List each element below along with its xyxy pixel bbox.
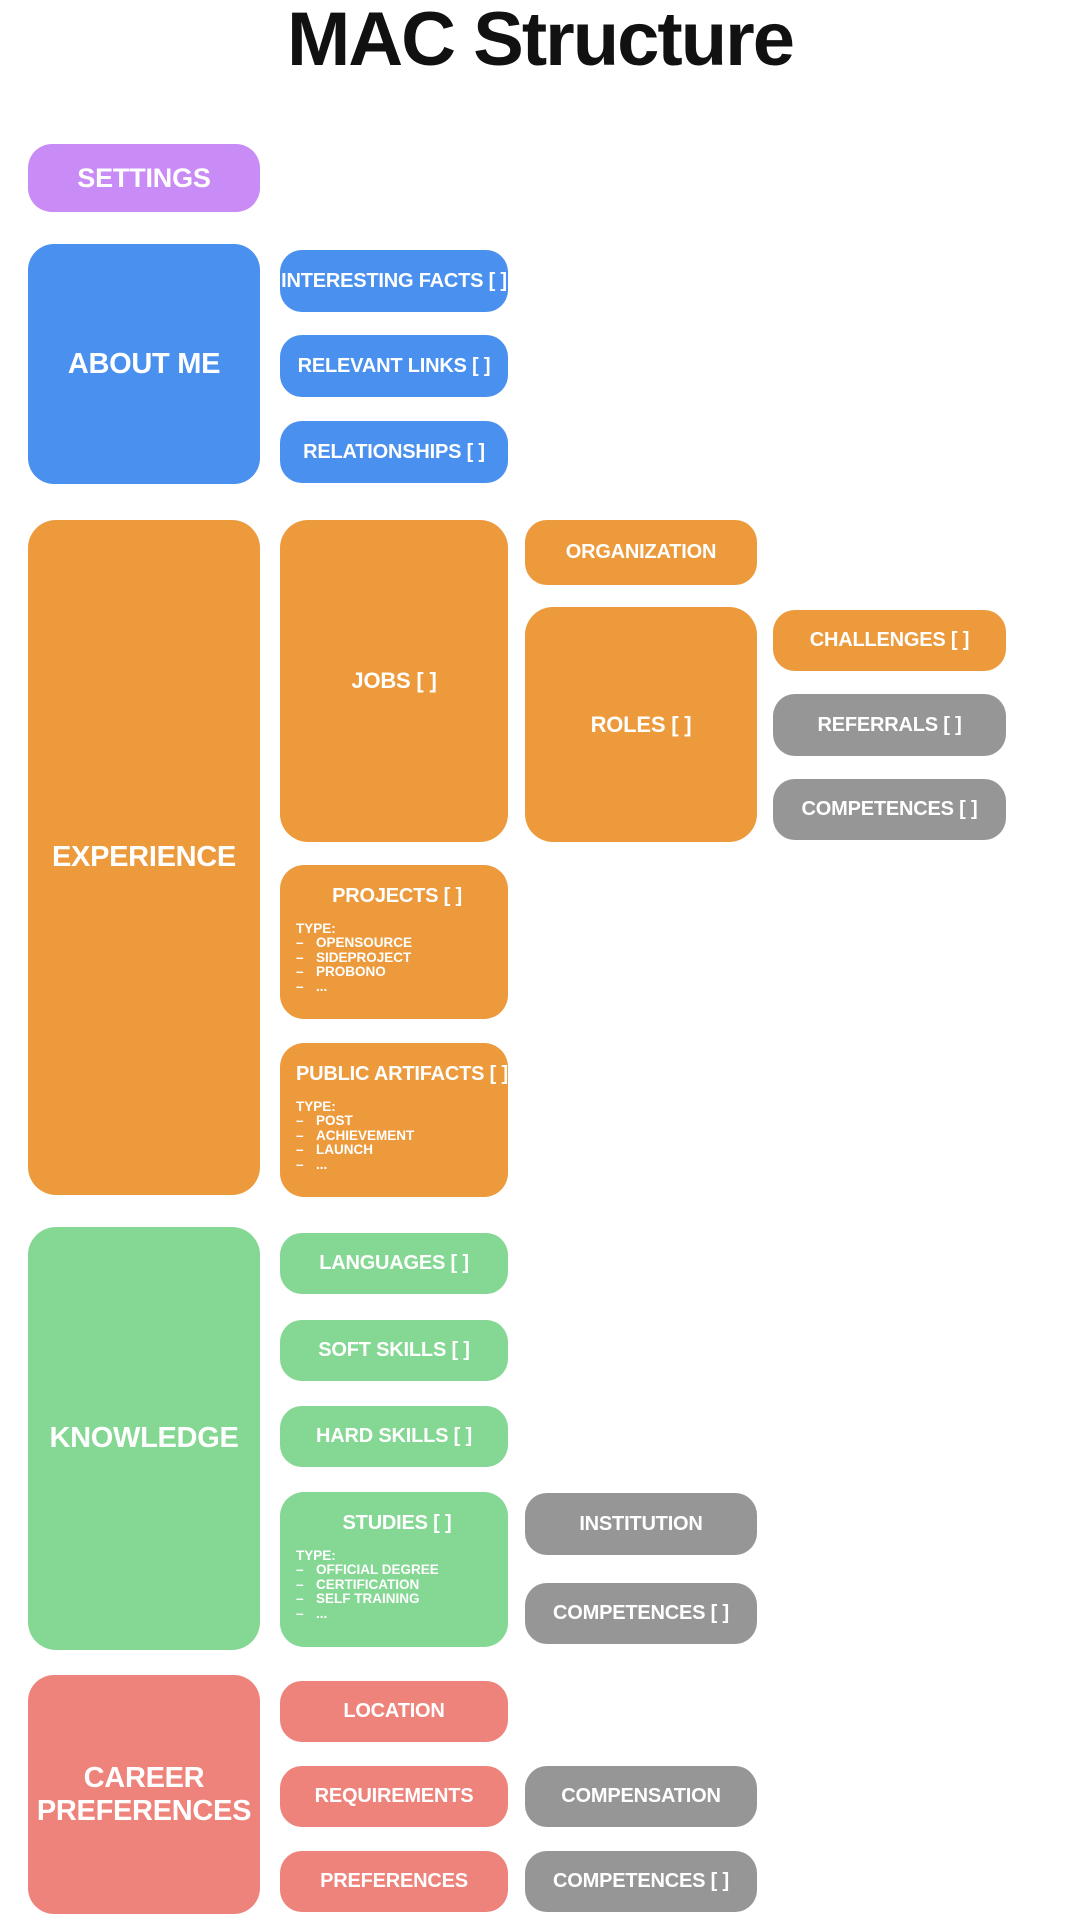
projects-type-item: OPENSOURCE <box>296 935 498 951</box>
studies-type-item: CERTIFICATION <box>296 1577 498 1593</box>
node-organization[interactable]: ORGANIZATION <box>525 520 757 585</box>
node-hard-skills-label: HARD SKILLS [ ] <box>316 1425 472 1447</box>
node-jobs[interactable]: JOBS [ ] <box>280 520 508 842</box>
node-about-me-label: ABOUT ME <box>67 347 221 380</box>
studies-type-item: ... <box>296 1606 498 1622</box>
node-referrals[interactable]: REFERRALS [ ] <box>773 694 1006 756</box>
node-institution[interactable]: INSTITUTION <box>525 1493 757 1555</box>
node-requirements-competences-label: COMPETENCES [ ] <box>553 1870 729 1892</box>
node-languages-label: LANGUAGES [ ] <box>319 1252 469 1274</box>
node-challenges-label: CHALLENGES [ ] <box>809 629 970 651</box>
node-requirements[interactable]: REQUIREMENTS <box>280 1766 508 1827</box>
node-experience[interactable]: EXPERIENCE <box>28 520 260 1195</box>
node-soft-skills[interactable]: SOFT SKILLS [ ] <box>280 1320 508 1381</box>
node-relationships[interactable]: RELATIONSHIPS [ ] <box>280 421 508 483</box>
node-interesting-facts[interactable]: INTERESTING FACTS [ ] <box>280 250 508 312</box>
artifacts-type-item: POST <box>296 1113 498 1129</box>
node-studies-competences[interactable]: COMPETENCES [ ] <box>525 1583 757 1644</box>
node-compensation[interactable]: COMPENSATION <box>525 1766 757 1827</box>
node-requirements-competences[interactable]: COMPETENCES [ ] <box>525 1851 757 1912</box>
projects-type-item: PROBONO <box>296 964 498 980</box>
node-soft-skills-label: SOFT SKILLS [ ] <box>318 1339 470 1361</box>
node-roles-competences[interactable]: COMPETENCES [ ] <box>773 779 1006 840</box>
node-hard-skills[interactable]: HARD SKILLS [ ] <box>280 1406 508 1467</box>
node-languages[interactable]: LANGUAGES [ ] <box>280 1233 508 1294</box>
node-settings[interactable]: SETTINGS <box>28 144 260 212</box>
node-requirements-label: REQUIREMENTS <box>314 1785 474 1807</box>
projects-type-item: SIDEPROJECT <box>296 950 498 966</box>
page-title: MAC Structure <box>286 0 795 82</box>
node-relevant-links-label: RELEVANT LINKS [ ] <box>297 354 491 377</box>
projects-type-item: ... <box>296 979 498 995</box>
node-roles[interactable]: ROLES [ ] <box>525 607 757 842</box>
node-career-preferences[interactable]: CAREER PREFERENCES <box>28 1675 260 1914</box>
node-relationships-label: RELATIONSHIPS [ ] <box>303 440 485 463</box>
node-public-artifacts[interactable]: PUBLIC ARTIFACTS [ ] TYPE: POST ACHIEVEM… <box>280 1043 508 1197</box>
node-preferences[interactable]: PREFERENCES <box>280 1851 508 1912</box>
node-referrals-label: REFERRALS [ ] <box>817 713 962 736</box>
studies-type-heading: TYPE: <box>296 1548 336 1563</box>
node-knowledge-label: KNOWLEDGE <box>49 1422 239 1455</box>
studies-type-item: OFFICIAL DEGREE <box>296 1562 498 1578</box>
node-knowledge[interactable]: KNOWLEDGE <box>28 1227 260 1650</box>
node-location-label: LOCATION <box>343 1700 445 1722</box>
artifacts-type-item: ... <box>296 1157 498 1173</box>
node-jobs-label: JOBS [ ] <box>351 668 437 693</box>
node-studies-competences-label: COMPETENCES [ ] <box>553 1602 729 1624</box>
node-roles-competences-label: COMPETENCES [ ] <box>801 798 978 820</box>
node-preferences-label: PREFERENCES <box>320 1870 468 1892</box>
node-institution-label: INSTITUTION <box>579 1512 703 1535</box>
studies-type-item: SELF TRAINING <box>296 1591 498 1607</box>
node-public-artifacts-label: PUBLIC ARTIFACTS [ ] <box>296 1063 508 1085</box>
node-relevant-links[interactable]: RELEVANT LINKS [ ] <box>280 335 508 397</box>
artifacts-type-item: ACHIEVEMENT <box>296 1128 498 1144</box>
node-organization-label: ORGANIZATION <box>565 541 717 563</box>
node-career-preferences-label: CAREER PREFERENCES <box>36 1762 252 1827</box>
node-settings-label: SETTINGS <box>77 162 211 193</box>
node-location[interactable]: LOCATION <box>280 1681 508 1742</box>
node-about-me[interactable]: ABOUT ME <box>28 244 260 484</box>
node-interesting-facts-label: INTERESTING FACTS [ ] <box>281 269 507 292</box>
node-studies[interactable]: STUDIES [ ] TYPE: OFFICIAL DEGREE CERTIF… <box>280 1492 508 1647</box>
node-experience-label: EXPERIENCE <box>52 841 236 874</box>
node-challenges[interactable]: CHALLENGES [ ] <box>773 610 1006 671</box>
node-projects[interactable]: PROJECTS [ ] TYPE: OPENSOURCE SIDEPROJEC… <box>280 865 508 1019</box>
node-compensation-label: COMPENSATION <box>561 1785 721 1807</box>
projects-type-heading: TYPE: <box>296 921 336 936</box>
node-roles-label: ROLES [ ] <box>590 711 692 737</box>
node-studies-label: STUDIES [ ] <box>342 1512 452 1534</box>
node-projects-label: PROJECTS [ ] <box>332 885 462 907</box>
artifacts-type-item: LAUNCH <box>296 1142 498 1158</box>
artifacts-type-heading: TYPE: <box>296 1099 336 1114</box>
